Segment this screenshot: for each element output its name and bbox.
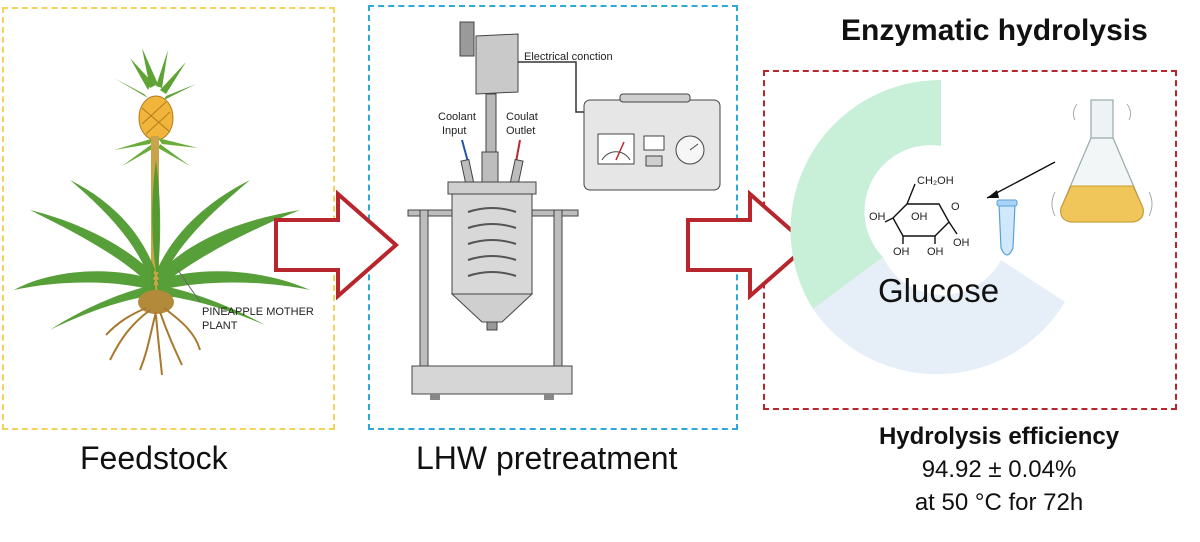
oh-label-5: OH <box>953 237 970 249</box>
hydrolysis-efficiency-block: Hydrolysis efficiency 94.92 ± 0.04% at 5… <box>839 420 1159 519</box>
ring-segment-blue <box>813 257 1065 375</box>
coolant-input-label-1: Coolant <box>438 111 476 123</box>
process-arrow-2 <box>686 190 812 300</box>
ring-oxygen-label: O <box>951 201 960 213</box>
ch2oh-label: CH₂OH <box>917 175 954 187</box>
plant-label-line1: PINEAPPLE MOTHER <box>202 306 314 318</box>
enzyme-tube-icon <box>996 199 1018 256</box>
oh-label-4: OH <box>927 246 944 258</box>
feedstock-caption: Feedstock <box>80 440 228 476</box>
ring-segment-green <box>790 79 941 309</box>
enzymatic-title: Enzymatic hydrolysis <box>841 14 1148 47</box>
efficiency-heading: Hydrolysis efficiency <box>878 423 1120 450</box>
coolant-outlet-label-2: Outlet <box>506 125 535 137</box>
plant-label-line2: PLANT <box>202 320 238 332</box>
flask-icon <box>1051 99 1153 223</box>
process-arrow-1 <box>274 190 400 300</box>
efficiency-value: 94.92 ± 0.04% <box>921 456 1077 483</box>
electrical-connection-label: Electrical conction <box>524 51 613 63</box>
pretreatment-panel <box>368 5 738 430</box>
glucose-molecule <box>884 183 958 244</box>
oh-label-3: OH <box>893 246 910 258</box>
oh-label-2: OH <box>869 211 886 223</box>
glucose-label: Glucose <box>878 272 1000 309</box>
glucose-ring-graphic: CH₂OH O OH OH OH OH OH <box>790 79 1153 375</box>
pineapple-plant-illustration: PINEAPPLE MOTHER PLANT <box>14 48 314 376</box>
oh-label-1: OH <box>911 211 928 223</box>
coolant-input-label-2: Input <box>442 125 466 137</box>
efficiency-condition: at 50 °C for 72h <box>914 489 1084 516</box>
coolant-outlet-label-1: Coulat <box>506 111 538 123</box>
reactor-illustration: Electrical conction Coolant Input Coulat… <box>407 21 721 400</box>
pretreatment-caption: LHW pretreatment <box>416 440 678 476</box>
